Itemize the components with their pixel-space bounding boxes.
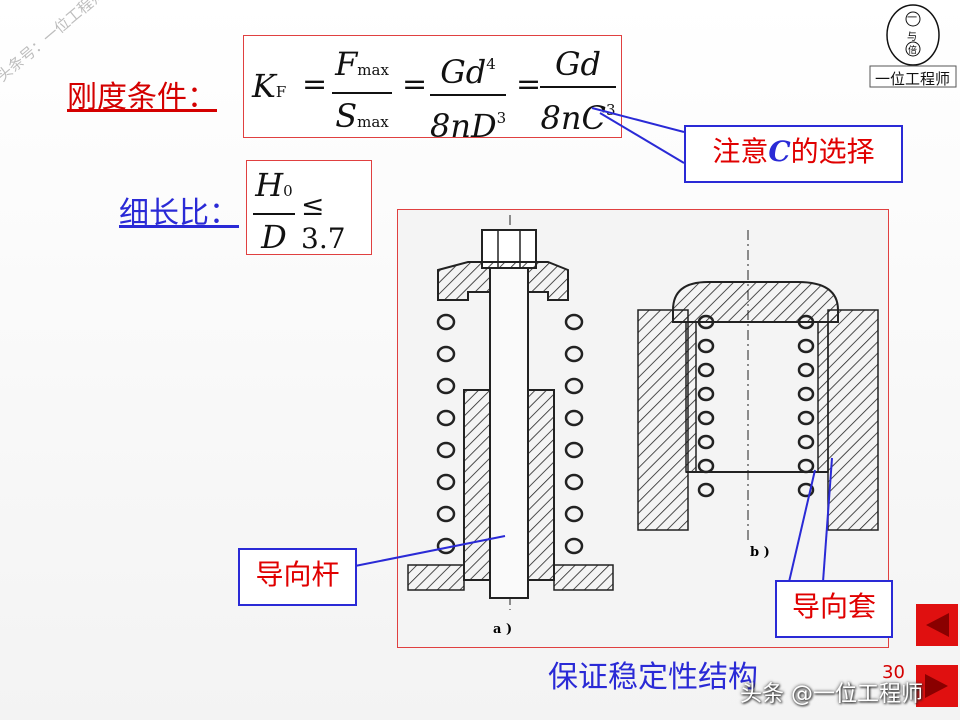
k-symbol: KF — [252, 67, 287, 105]
triangle-left-icon — [926, 613, 949, 637]
brand-logo: 一 与 倍 一位工程师 — [869, 3, 957, 89]
stiffness-condition-label: 刚度条件： — [67, 80, 217, 115]
slenderness-ratio-label: 细长比： — [119, 196, 239, 231]
figure-a-guide-rod — [407, 215, 614, 610]
page-number: 30 — [882, 662, 905, 683]
limit-value: ≤ 3.7 — [301, 189, 346, 255]
figure-caption: 保证稳定性结构 — [548, 660, 758, 695]
logo-mark — [869, 4, 957, 88]
gd4-fraction: Gd4 8nD3 — [430, 53, 507, 145]
gd-fraction: Gd 8nC3 — [540, 45, 616, 137]
guided-spring-diagram — [407, 215, 879, 610]
figure-a-label: a ) — [493, 622, 513, 637]
equals-3: = — [516, 67, 542, 102]
logo-glyph-mid: 与 — [907, 32, 917, 43]
logo-glyph-bot: 倍 — [908, 46, 918, 56]
figure-b-guide-sleeve — [637, 230, 879, 540]
equals-2: = — [402, 67, 428, 102]
equals-1: = — [302, 67, 328, 102]
logo-glyph-top: 一 — [907, 13, 917, 24]
force-ratio-fraction: Fmax Smax — [332, 44, 392, 142]
triangle-right-icon — [925, 674, 948, 698]
h0-over-d-fraction: H0 D — [253, 165, 295, 257]
next-slide-button[interactable] — [916, 665, 958, 707]
note-c-symbol: C — [768, 135, 791, 168]
note-callout: 注意C的选择 — [684, 125, 903, 183]
stiffness-formula: KF = Fmax Smax = Gd4 8nD3 = Gd 8nC3 — [243, 35, 622, 145]
guide-sleeve-callout: 导向套 — [775, 580, 893, 638]
slenderness-formula: H0 D ≤ 3.7 — [246, 160, 372, 257]
figure-b-label: b ) — [750, 545, 770, 560]
previous-slide-button[interactable] — [916, 604, 958, 646]
guide-rod-callout: 导向杆 — [238, 548, 357, 606]
logo-brand-text: 一位工程师 — [875, 70, 951, 88]
bottom-watermark: 头条 @一位工程师 — [740, 682, 923, 707]
